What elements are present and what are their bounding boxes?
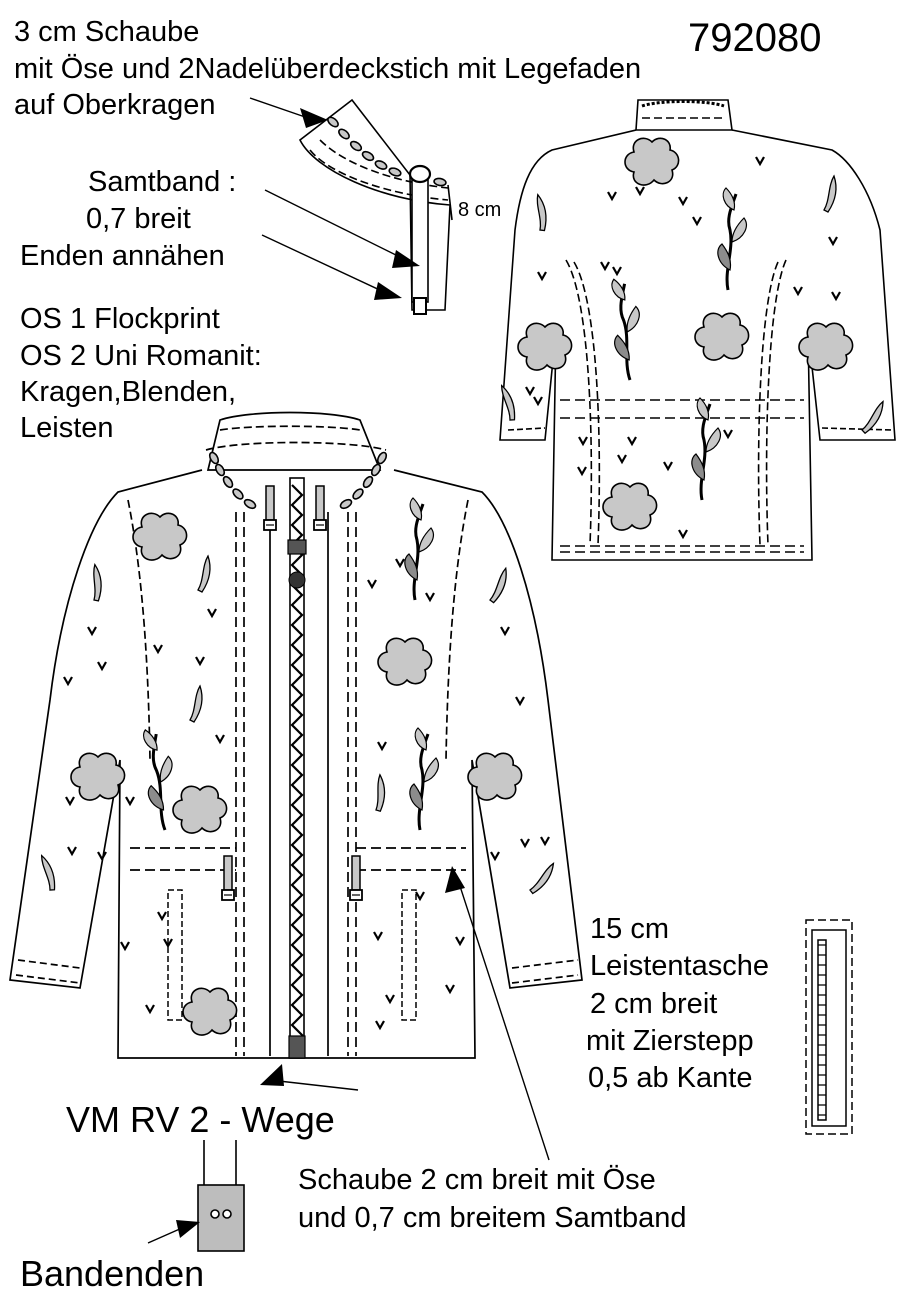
fabric-note-line3: Kragen,Blenden, [20, 376, 237, 408]
pocket-detail-stitches [818, 944, 826, 1116]
collar-note-line3: auf Oberkragen [14, 89, 216, 121]
leader-arrowheads [176, 108, 465, 1238]
jacket-back-view [499, 99, 896, 561]
ribbon-note-line1: Samtband : [88, 166, 237, 198]
front-zipper [287, 477, 307, 1059]
collar-detail [298, 98, 453, 315]
pocket-note-line3: 2 cm breit [590, 988, 718, 1020]
back-print-motifs [492, 137, 886, 539]
fabric-note-line1: OS 1 Flockprint [20, 303, 220, 335]
fabric-note-line4: Leisten [20, 412, 114, 444]
leader-lines [147, 97, 550, 1244]
ribbon-end-detail [197, 1140, 245, 1252]
collar-note-line1: 3 cm Schaube [14, 16, 200, 48]
casing-note-line1: Schaube 2 cm breit mit Öse [298, 1164, 656, 1196]
pocket-note-line4: mit Zierstepp [586, 1025, 754, 1057]
zipper-note: VM RV 2 - Wege [66, 1099, 335, 1140]
ribbon-note-line2: 0,7 breit [86, 203, 191, 235]
pocket-note-line2: Leistentasche [590, 950, 769, 982]
ribbon-ends-label: Bandenden [20, 1253, 205, 1294]
ribbon-note-line3: Enden annähen [20, 240, 225, 272]
style-number: 792080 [688, 16, 822, 60]
jacket-front-view [9, 411, 583, 1059]
collar-height-label: 8 cm [458, 199, 502, 221]
casing-note-line2: und 0,7 cm breitem Samtband [298, 1202, 687, 1234]
pocket-note-line1: 15 cm [590, 913, 669, 945]
fabric-note-line2: OS 2 Uni Romanit: [20, 340, 262, 372]
collar-note-line2: mit Öse und 2Nadelüberdeckstich mit Lege… [14, 53, 642, 85]
pocket-detail [805, 919, 853, 1135]
pocket-note-line5: 0,5 ab Kante [588, 1062, 753, 1094]
